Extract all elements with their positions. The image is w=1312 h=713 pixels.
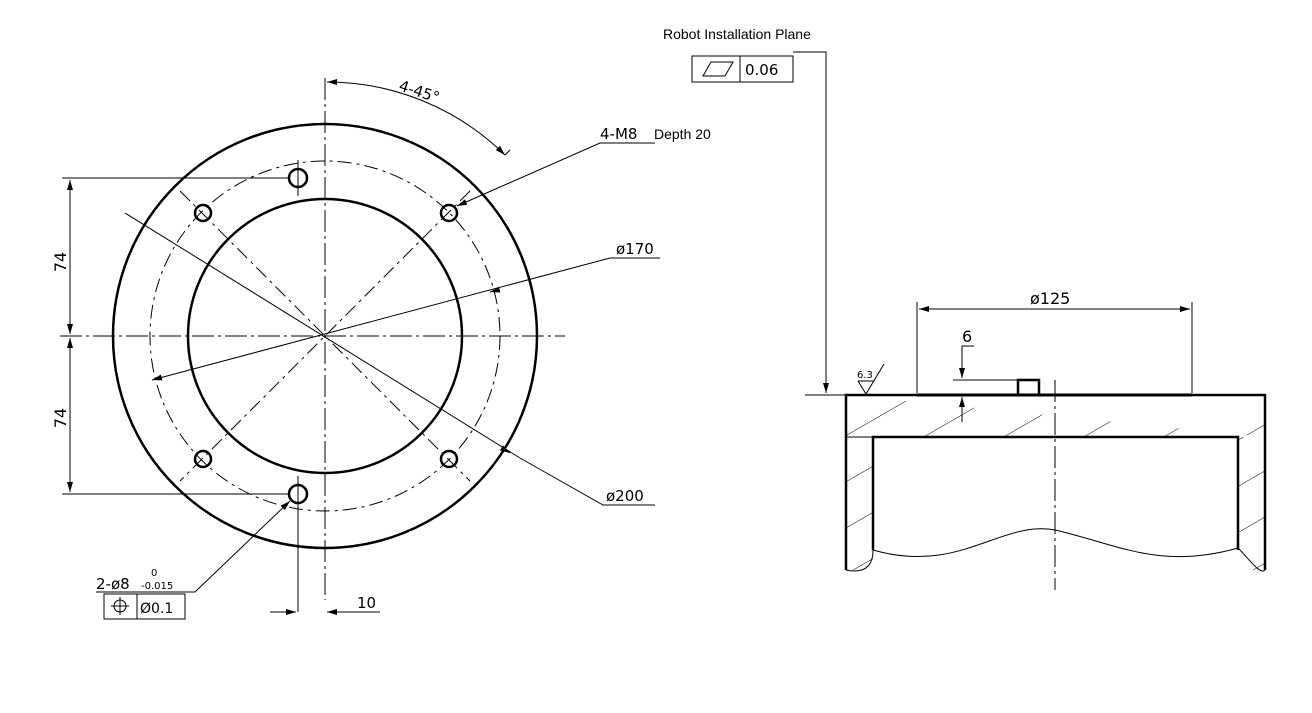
flatness-frame: 0.06 <box>691 55 794 83</box>
roughness-symbol: 6.3 <box>857 363 885 395</box>
pin-tol-upper: 0 <box>151 568 157 579</box>
height-6-label: 6 <box>962 327 972 346</box>
position-tol-value: Ø0.1 <box>140 601 173 617</box>
dia-125-label: ø125 <box>1030 289 1070 308</box>
position-tolerance-frame: Ø0.1 <box>103 593 186 620</box>
plane-label: Robot Installation Plane <box>663 26 811 42</box>
roughness-value: 6.3 <box>857 370 873 381</box>
dia-170-label: ø170 <box>616 240 654 258</box>
thread-holes <box>193 203 459 469</box>
position-icon <box>111 597 129 615</box>
dim-10: 10 <box>357 594 376 612</box>
pin-label: 2-ø8 <box>96 575 130 593</box>
pin <box>1016 378 1041 397</box>
pin-tol-lower: -0.015 <box>141 581 173 592</box>
thread-depth-label: Depth 20 <box>654 126 711 142</box>
dia-200-label: ø200 <box>606 487 644 505</box>
section-view: Robot Installation Plane 0.06 ø125 6 <box>663 26 1267 590</box>
dim-74-upper: 74 <box>51 252 70 272</box>
flatness-value: 0.06 <box>745 61 778 79</box>
flatness-icon <box>702 61 734 77</box>
thread-label: 4-M8 <box>600 125 637 143</box>
angle-label: 4-45° <box>397 77 442 107</box>
dim-74-lower: 74 <box>51 408 70 428</box>
front-view: 74 74 4-45° 4-M8 Depth 20 ø170 ø200 10 2… <box>51 77 711 620</box>
